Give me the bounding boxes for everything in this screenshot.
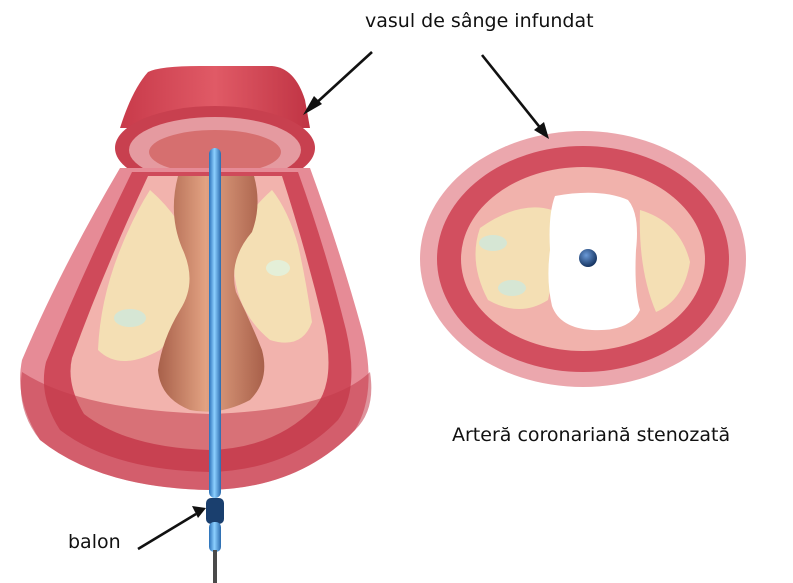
guidewire-dot-icon [579,249,597,267]
catheter-shaft [209,148,221,498]
catheter-tip [209,522,221,552]
plaque-calcification [114,309,146,327]
blocked-vessel-label: vasul de sânge infundat [365,10,594,32]
balloon-label: balon [68,531,121,553]
plaque-calcification [498,280,526,296]
cross-section [420,131,746,387]
guidewire [213,550,217,583]
arrow-to-cross-section [482,55,542,130]
stenosed-artery-label: Arteră coronariană stenozată [452,424,730,446]
balloon-icon [206,498,224,524]
arrow-to-balloon [138,514,196,549]
plaque-calcification [479,235,507,251]
longitudinal-vessel [20,66,371,583]
plaque-calcification [266,260,290,276]
arrow-to-vessel [313,52,372,106]
